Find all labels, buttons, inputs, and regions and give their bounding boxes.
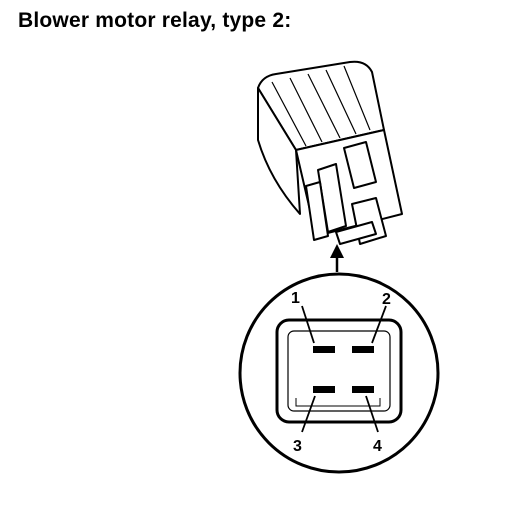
terminal-slot-4 xyxy=(352,386,374,393)
connector-view xyxy=(238,272,440,474)
terminal-slot-1 xyxy=(313,346,335,353)
terminal-slot-3 xyxy=(313,386,335,393)
pin-label-4: 4 xyxy=(373,438,382,455)
pin-label-1: 1 xyxy=(291,290,300,307)
leader-lines xyxy=(301,305,387,433)
pin-label-2: 2 xyxy=(382,291,391,308)
pin-label-3: 3 xyxy=(293,438,302,455)
relay-body xyxy=(257,60,403,245)
diagram-title: Blower motor relay, type 2: xyxy=(18,9,292,32)
terminal-slot-2 xyxy=(352,346,374,353)
direction-arrow xyxy=(330,244,344,272)
